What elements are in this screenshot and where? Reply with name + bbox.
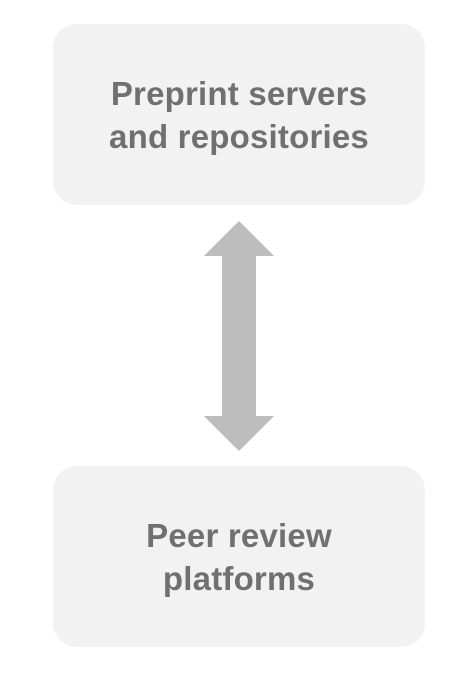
preprint-servers-node: Preprint servers and repositories (53, 24, 425, 205)
bidirectional-arrow-icon (204, 221, 274, 451)
node-label-line: platforms (162, 559, 316, 597)
node-label-line: Peer review (146, 516, 332, 554)
node-label-line: and repositories (109, 117, 369, 155)
node-label-line: Preprint servers (110, 74, 368, 112)
bidirectional-arrow-shape (204, 221, 274, 451)
peer-review-platforms-node: Peer review platforms (53, 466, 425, 647)
